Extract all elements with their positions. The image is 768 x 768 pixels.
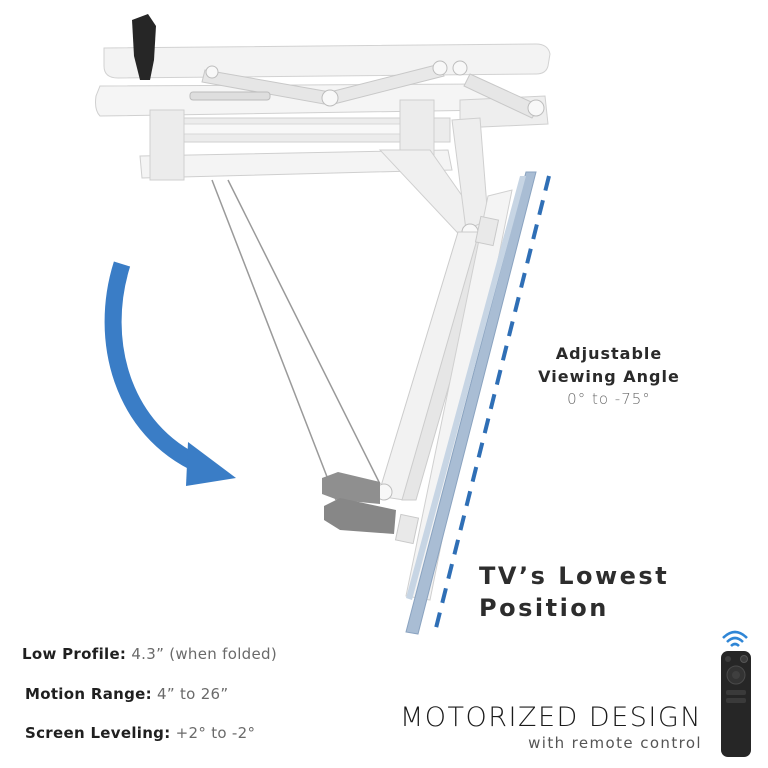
angle-label-line1: Adjustable: [555, 344, 663, 363]
swing-arm: [375, 117, 513, 601]
spec-screen-leveling: Screen Leveling: +2° to -2°: [25, 724, 255, 742]
tilt-handles: [322, 472, 396, 534]
cable: [227, 179, 381, 485]
spec-value: +2° to -2°: [175, 724, 256, 742]
lowest-label-line1: TV’s Lowest: [479, 562, 670, 590]
lowest-position-annotation: TV’s Lowest Position: [479, 560, 669, 624]
remote-control-icon: [721, 630, 751, 757]
tv-panel: [405, 171, 537, 635]
viewing-angle-annotation: Adjustable Viewing Angle 0° to -75°: [520, 342, 698, 410]
rotation-arrow-icon: [104, 261, 236, 486]
feature-subtitle: with remote control: [528, 734, 702, 752]
spec-value: 4.3” (when folded): [131, 645, 277, 663]
cable: [211, 179, 337, 501]
spec-value: 4” to 26”: [157, 685, 229, 703]
angle-range: 0° to -75°: [567, 390, 651, 408]
spec-low-profile: Low Profile: 4.3” (when folded): [22, 645, 277, 663]
feature-title: MOTORIZED DESIGN: [399, 702, 702, 733]
spec-label: Low Profile:: [22, 645, 127, 663]
spec-label: Motion Range:: [25, 685, 152, 703]
lowest-label-line2: Position: [479, 594, 609, 622]
spec-motion-range: Motion Range: 4” to 26”: [25, 685, 228, 703]
viewing-angle-line: [432, 175, 551, 637]
angle-label-line2: Viewing Angle: [538, 367, 680, 386]
spec-label: Screen Leveling:: [25, 724, 171, 742]
